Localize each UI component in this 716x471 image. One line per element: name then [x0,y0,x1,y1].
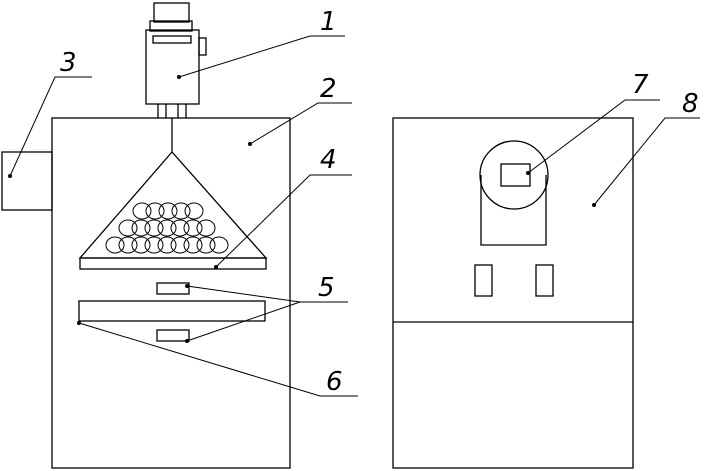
coil-loop [118,219,138,237]
label-6: 6 [326,367,343,397]
motor-window [500,163,531,187]
tray [78,300,266,322]
slot-right [535,264,554,297]
motor-circle [479,140,549,210]
coil-loop [196,236,216,254]
coil-loop [183,236,203,254]
coil-loop [157,219,177,237]
heating-coil [105,202,229,254]
element-upper [156,282,190,295]
side-box [1,151,53,211]
motor-side-view [479,140,549,246]
hood-triangle [78,151,268,259]
label-5: 5 [318,273,335,303]
coil-loop [145,202,165,220]
motor [145,2,207,152]
coil-loop [209,236,229,254]
coil-loop [131,219,151,237]
label-4: 4 [320,145,337,175]
motor-neck [149,20,193,32]
coil-loop [118,236,138,254]
hood [78,151,268,270]
coil-loop [183,219,203,237]
coil-loop [170,219,190,237]
coil-loop [157,236,177,254]
label-3: 3 [60,48,77,78]
motor-cap [153,2,190,23]
coil-loop [144,219,164,237]
motor-side-box [198,37,207,56]
element-lower [156,329,190,342]
label-8: 8 [682,89,699,119]
motor-body [145,29,200,105]
slot-left [474,264,493,297]
label-7: 7 [632,70,649,100]
motor-housing-side [480,175,547,246]
coil-loop [158,202,178,220]
housing-front [51,117,291,469]
coil-loop [132,202,152,220]
coil-loop [144,236,164,254]
housing-side [392,117,634,469]
hood-plate [79,257,267,270]
label-2: 2 [320,74,337,104]
label-1: 1 [320,7,337,37]
coil-loop [184,202,204,220]
coil-loop [171,202,191,220]
leader-lines [8,35,700,397]
motor-plate [152,35,192,44]
coil-loop [170,236,190,254]
coil-loop [196,219,216,237]
coil-loop [131,236,151,254]
coil-loop [105,236,125,254]
